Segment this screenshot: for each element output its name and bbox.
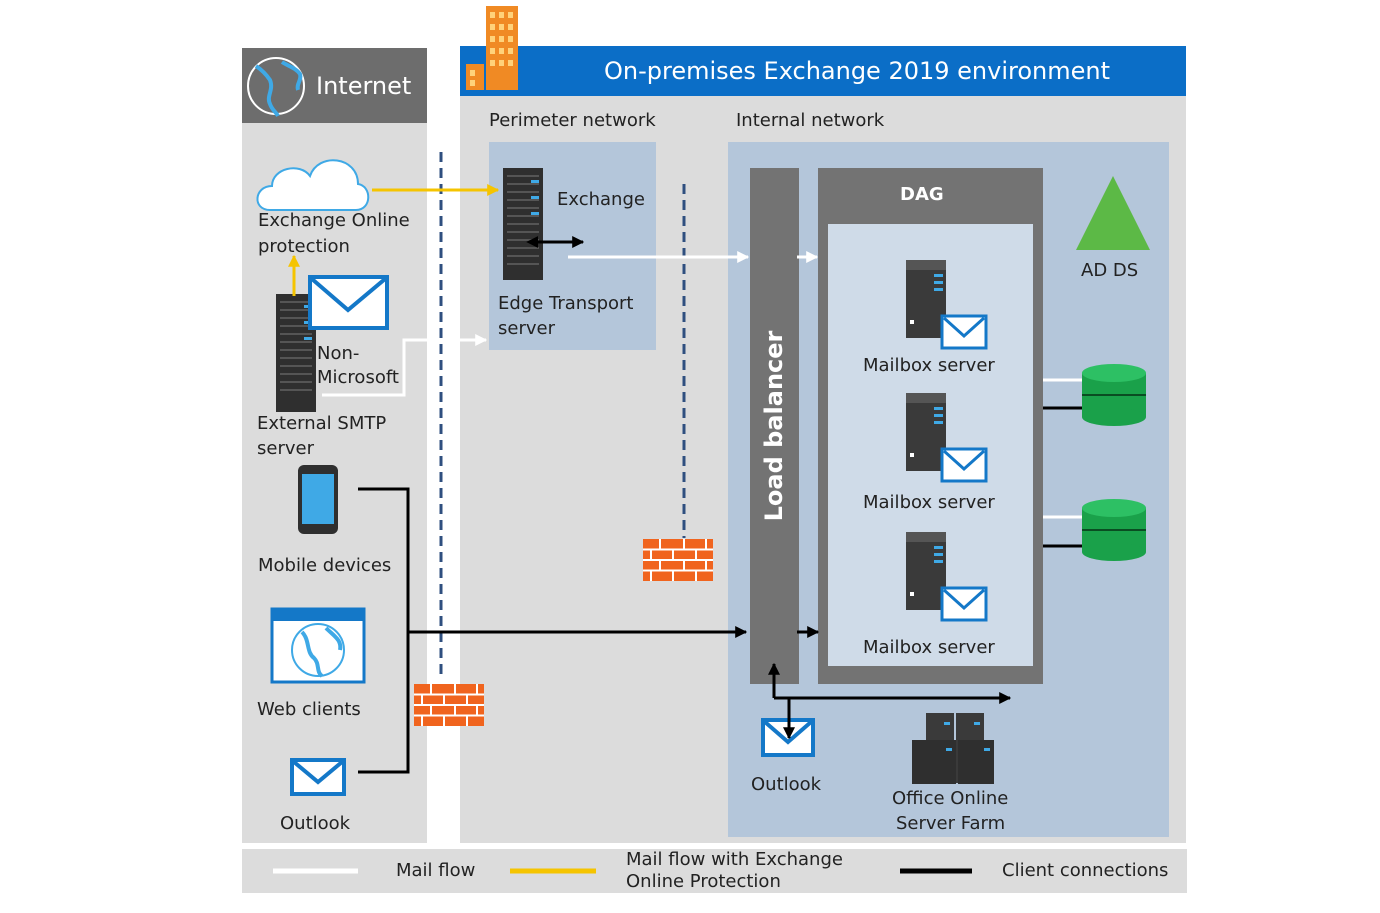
web-browser-icon: [270, 607, 366, 684]
internet-title: Internet: [316, 72, 412, 100]
mailbox-server-1-icon: [904, 258, 988, 350]
edge-transport-label-line2: server: [498, 318, 555, 339]
legend-mail-flow-label: Mail flow: [396, 860, 476, 881]
edge-transport-label-line1: Edge Transport: [498, 293, 634, 314]
outlook-label: Outlook: [280, 813, 351, 834]
legend-bar: [242, 849, 1187, 893]
mailbox-server-2-icon: [904, 391, 988, 483]
smtp-mail-icon: [308, 275, 389, 330]
internal-network-label: Internal network: [736, 110, 885, 131]
mobile-devices-label: Mobile devices: [258, 555, 392, 576]
office-online-server-farm-icon: [912, 713, 994, 784]
internal-outlook-label: Outlook: [751, 774, 822, 795]
web-clients-label: Web clients: [257, 699, 361, 720]
nonms-label-line2: Microsoft: [317, 367, 399, 388]
adds-triangle-icon: [1076, 176, 1150, 250]
legend-client-label: Client connections: [1002, 860, 1169, 881]
legend-eop-label-line2: Online Protection: [626, 871, 781, 892]
load-balancer-label: Load balancer: [760, 330, 788, 522]
database-1-icon: [1081, 363, 1147, 427]
mobile-device-icon: [298, 465, 338, 534]
eop-label-line1: Exchange Online: [258, 210, 410, 231]
onprem-title: On-premises Exchange 2019 environment: [604, 57, 1111, 85]
exchange-label: Exchange: [557, 189, 645, 210]
mailbox-server-2-label: Mailbox server: [863, 492, 995, 513]
eop-label-line2: protection: [258, 236, 350, 257]
mailbox-server-3-label: Mailbox server: [863, 637, 995, 658]
cloud-icon: [256, 159, 370, 211]
oos-label-line2: Server Farm: [896, 813, 1006, 834]
mail-flow-smtp-to-edge: [322, 334, 488, 397]
firewall-internet-icon: [413, 683, 485, 727]
smtp-label-line1: External SMTP: [257, 413, 387, 434]
edge-server-icon: [503, 168, 543, 280]
database-2-icon: [1081, 498, 1147, 562]
outlook-mail-icon: [290, 758, 346, 796]
load-balancer-box: [750, 168, 799, 684]
nonms-label-line1: Non-: [317, 343, 360, 364]
legend-eop-label-line1: Mail flow with Exchange: [626, 849, 843, 870]
dag-label: DAG: [900, 184, 944, 205]
adds-label: AD DS: [1081, 260, 1139, 281]
globe-icon: [247, 57, 305, 118]
mailbox-server-3-icon: [904, 530, 988, 622]
mailbox-server-1-label: Mailbox server: [863, 355, 995, 376]
smtp-label-line2: server: [257, 438, 314, 459]
firewall-internal-icon: [642, 538, 714, 582]
building-icon: [466, 6, 518, 90]
oos-label-line1: Office Online: [892, 788, 1009, 809]
onprem-header: [460, 46, 1186, 96]
perimeter-network-label: Perimeter network: [489, 110, 656, 131]
